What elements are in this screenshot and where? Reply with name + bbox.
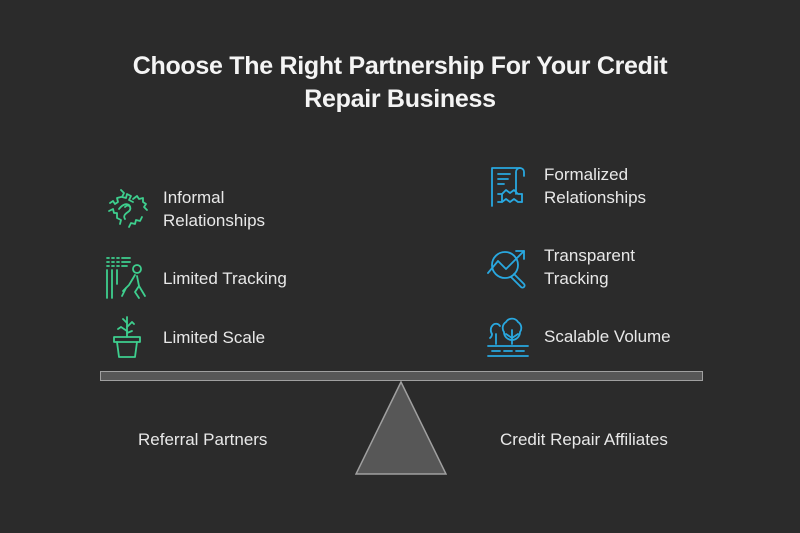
- right-item-label: Scalable Volume: [544, 326, 671, 346]
- left-item-limited-scale: Limited Scale: [105, 315, 265, 359]
- right-item-formalized-relationships: Formalized Relationships: [486, 163, 646, 209]
- left-item-informal-relationships: Informal Relationships: [105, 186, 265, 232]
- potted-plant-icon: [113, 316, 141, 358]
- title-line-1: Choose The Right Partnership For Your Cr…: [132, 52, 668, 80]
- balance-beam: [100, 371, 703, 381]
- contract-handshake-icon: [491, 167, 525, 207]
- title-line-2: Repair Business: [304, 85, 496, 113]
- left-item-label: Informal Relationships: [163, 188, 266, 230]
- left-item-limited-tracking: Limited Tracking: [105, 256, 287, 300]
- handshake-puzzle-icon: [108, 189, 148, 228]
- trees-landscape-icon: [487, 317, 529, 357]
- magnifier-trend-icon: [487, 250, 526, 289]
- right-side-label: Credit Repair Affiliates: [500, 430, 668, 449]
- page-title: Choose The Right Partnership For Your Cr…: [0, 50, 800, 116]
- person-walking-lines-icon: [106, 257, 146, 299]
- right-item-transparent-tracking: Transparent Tracking: [486, 244, 635, 290]
- left-item-label: Limited Tracking: [163, 268, 287, 288]
- right-item-label: Transparent Tracking: [544, 246, 636, 288]
- left-item-label: Limited Scale: [163, 327, 266, 347]
- right-item-scalable-volume: Scalable Volume: [486, 314, 671, 358]
- right-item-label: Formalized Relationships: [544, 165, 647, 207]
- left-side-label: Referral Partners: [138, 430, 268, 449]
- fulcrum-triangle: [355, 381, 447, 475]
